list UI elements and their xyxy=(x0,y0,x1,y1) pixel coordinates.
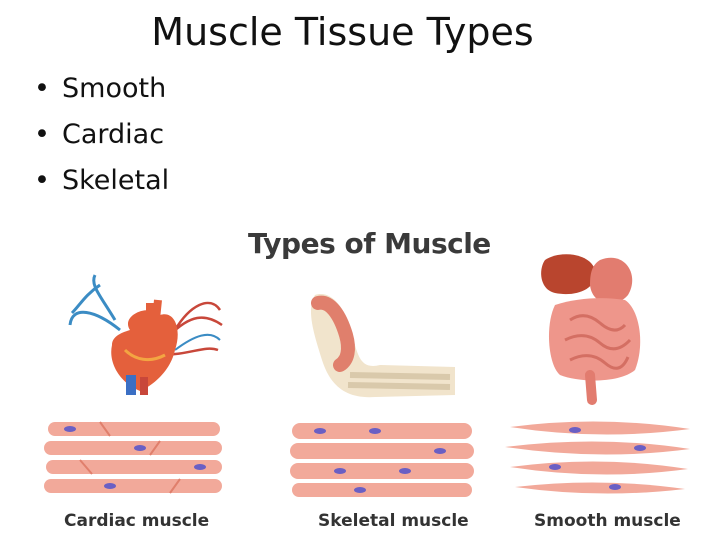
skeletal-tissue-icon xyxy=(290,423,474,497)
slide-title: Muscle Tissue Types xyxy=(151,10,534,54)
bullet-cardiac: •Cardiac xyxy=(34,119,165,150)
bullet-list: •Smooth •Cardiac •Skeletal xyxy=(34,72,169,210)
caption-skeletal: Skeletal muscle xyxy=(318,511,469,531)
muscle-types-illustration: Types of Muscle Cardiac muscle Skeletal … xyxy=(0,215,720,540)
caption-cardiac: Cardiac muscle xyxy=(64,511,210,531)
digestive-organs-icon xyxy=(541,254,641,405)
bullet-skeletal: •Skeletal xyxy=(34,165,170,196)
figure-title: Types of Muscle xyxy=(248,227,491,260)
cardiac-tissue-icon xyxy=(44,421,222,494)
smooth-tissue-icon xyxy=(505,421,690,494)
arm-icon xyxy=(310,294,455,398)
caption-smooth: Smooth muscle xyxy=(534,511,681,531)
illustration-art xyxy=(44,254,690,497)
bullet-smooth: •Smooth xyxy=(34,73,167,104)
heart-icon xyxy=(68,274,223,395)
